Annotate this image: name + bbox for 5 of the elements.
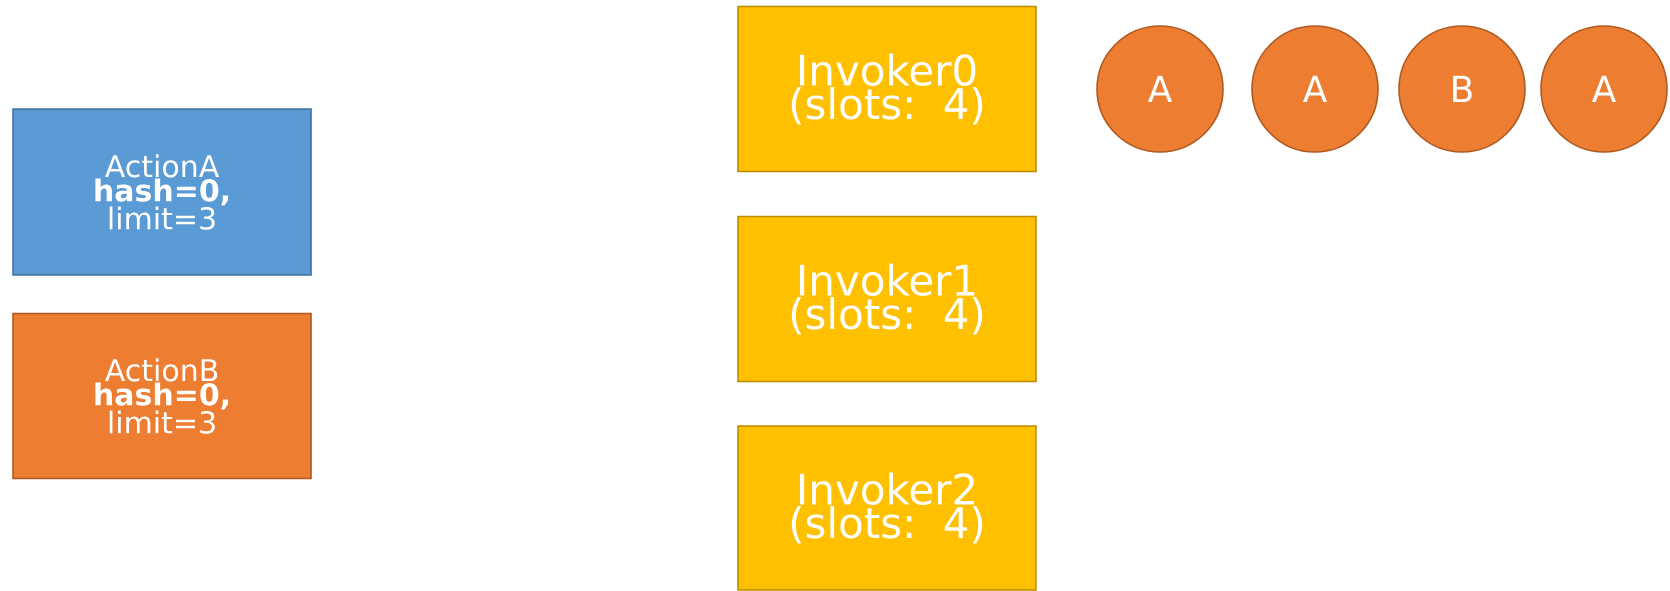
invoker-box: Invoker2 (slots: 4) [737,425,1037,591]
action-box: ActionA hash=0, limit=3 [12,108,312,276]
invoker-box: Invoker1 (slots: 4) [737,215,1037,383]
invoker-box: Invoker0 (slots: 4) [737,5,1037,173]
action-box: ActionB hash=0, limit=3 [12,312,312,480]
